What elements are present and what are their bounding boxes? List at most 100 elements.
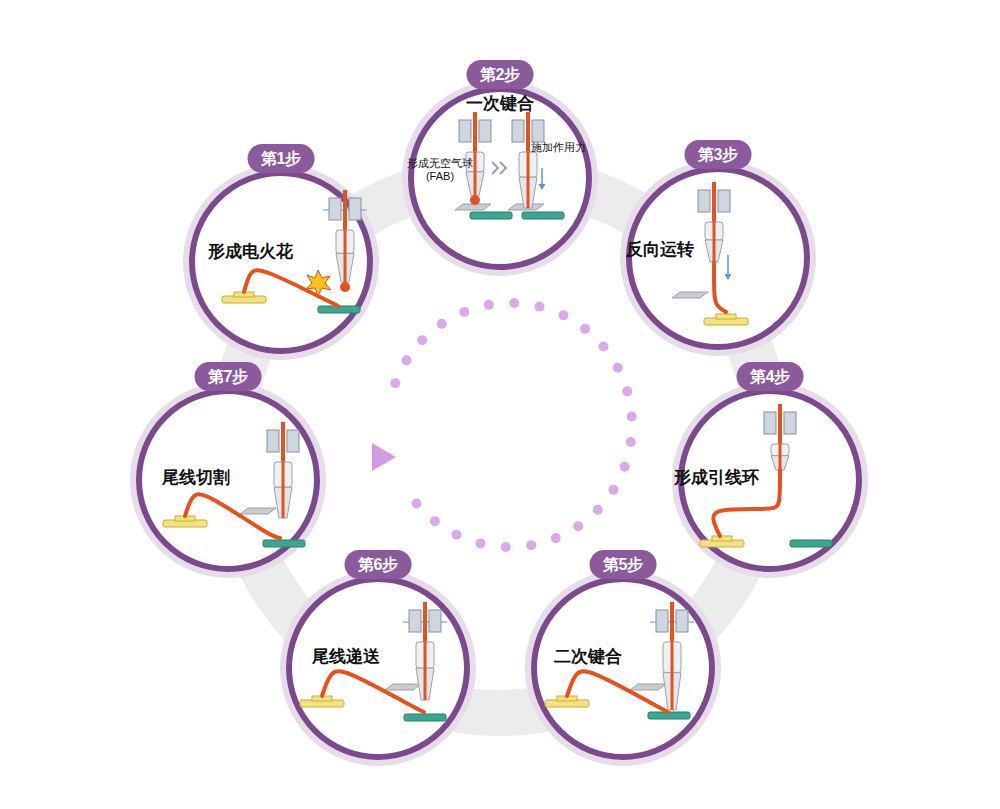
cycle-dot xyxy=(626,437,636,447)
step-note: 形成无空气球 (FAB) xyxy=(404,157,476,183)
step-circle: 第7步尾线切割 xyxy=(136,388,320,572)
cycle-dot xyxy=(412,498,422,508)
circle-shadow xyxy=(133,385,323,575)
circle-outline xyxy=(286,576,470,760)
die-pad xyxy=(404,714,446,721)
cycle-dot xyxy=(593,505,603,515)
cycle-dot xyxy=(573,521,583,531)
cycle-dot xyxy=(598,342,608,352)
cycle-dot xyxy=(390,378,400,388)
spark xyxy=(306,270,331,296)
lead-pad xyxy=(312,696,332,701)
die-pad xyxy=(648,712,690,719)
cycle-dot xyxy=(558,310,568,320)
lead-pad xyxy=(712,536,732,541)
cycle-dot xyxy=(580,324,590,334)
force-arrow xyxy=(539,184,546,190)
lead-pad xyxy=(234,292,254,297)
cycle-dot xyxy=(417,335,427,345)
die-pad xyxy=(318,306,360,313)
lead-pad xyxy=(557,696,577,701)
lead-pad xyxy=(175,516,195,521)
cycle-dot xyxy=(475,538,485,548)
cycle-dot xyxy=(437,319,447,329)
lead-pad xyxy=(716,314,736,319)
die-pad xyxy=(522,212,564,219)
cycle-dot xyxy=(608,485,618,495)
die-pad xyxy=(470,212,512,219)
force-arrow xyxy=(725,274,732,280)
clamp-plate xyxy=(508,204,544,210)
die-pad xyxy=(263,540,305,547)
clamp-plate xyxy=(240,508,276,514)
cycle-dot xyxy=(620,462,630,472)
clamp-arrow xyxy=(403,621,447,622)
circle-shadow xyxy=(405,83,595,273)
cycle-dot xyxy=(402,355,412,365)
step-circle: 第3步反向运转 xyxy=(626,166,810,350)
step-title: 形成引线环 xyxy=(661,468,771,488)
clamp-plate xyxy=(455,204,491,210)
lead-pad xyxy=(704,318,748,325)
bond-wire xyxy=(322,671,424,712)
bonding-tool xyxy=(656,602,688,710)
circle-shadow xyxy=(283,573,473,763)
cycle-dot xyxy=(551,533,561,543)
cycle-dot xyxy=(526,540,536,550)
cycle-dot xyxy=(509,298,519,308)
bonding-tool xyxy=(459,112,491,196)
cycle-dot xyxy=(622,386,632,396)
force-arrow xyxy=(541,168,543,185)
circle-shadow xyxy=(186,167,376,357)
bond-wire xyxy=(244,270,338,306)
bond-wire xyxy=(185,494,280,538)
bond-wire xyxy=(567,671,668,712)
circle-border xyxy=(534,579,712,757)
step-title: 一次键合 xyxy=(440,94,560,114)
bond-wire xyxy=(714,262,726,312)
lead-pad xyxy=(700,540,744,547)
cycle-dot xyxy=(452,530,462,540)
force-arrow xyxy=(727,255,729,275)
step-badge: 第1步 xyxy=(248,144,315,173)
cycle-dot xyxy=(501,542,511,552)
cycle-dots xyxy=(390,298,636,552)
die-pad xyxy=(790,540,832,547)
circle-border xyxy=(289,579,467,757)
circle-outline xyxy=(531,576,715,760)
step-title: 尾线切割 xyxy=(146,468,246,488)
lead-pad xyxy=(300,700,344,707)
step-circle: 第5步二次键合 xyxy=(531,576,715,760)
step-circle: 第6步尾线递送 xyxy=(286,576,470,760)
lead-pad xyxy=(545,700,589,707)
cycle-dot xyxy=(484,300,494,310)
step-badge: 第3步 xyxy=(685,140,752,169)
step-title: 形成电火花 xyxy=(190,242,310,262)
cycle-dot xyxy=(459,307,469,317)
cycle-dot xyxy=(535,302,545,312)
step-badge: 第7步 xyxy=(195,362,262,391)
lead-pad xyxy=(163,520,207,527)
cycle-dot xyxy=(613,363,623,373)
step-badge: 第6步 xyxy=(345,550,412,579)
step-badge: 第4步 xyxy=(737,362,804,391)
clamp-plate xyxy=(385,684,421,690)
cycle-arrowhead xyxy=(372,443,396,471)
step-note: 施加作用力 xyxy=(523,141,593,154)
circle-shadow xyxy=(528,573,718,763)
step-title: 二次键合 xyxy=(538,647,638,667)
circle-outline xyxy=(189,170,373,354)
bonding-tool xyxy=(512,112,544,208)
step-circle: 第1步形成电火花 xyxy=(189,170,373,354)
bonding-tool xyxy=(764,404,796,470)
bonding-tool xyxy=(409,602,441,700)
cycle-dot xyxy=(627,411,637,421)
clamp-plate xyxy=(630,684,666,690)
clamp-plate xyxy=(672,292,708,298)
step-badge: 第2步 xyxy=(467,60,534,89)
lead-pad xyxy=(222,296,266,303)
bonding-tool xyxy=(267,422,299,518)
clamp-arrow xyxy=(323,209,367,210)
step-circle: 第4步形成引线环 xyxy=(678,388,862,572)
